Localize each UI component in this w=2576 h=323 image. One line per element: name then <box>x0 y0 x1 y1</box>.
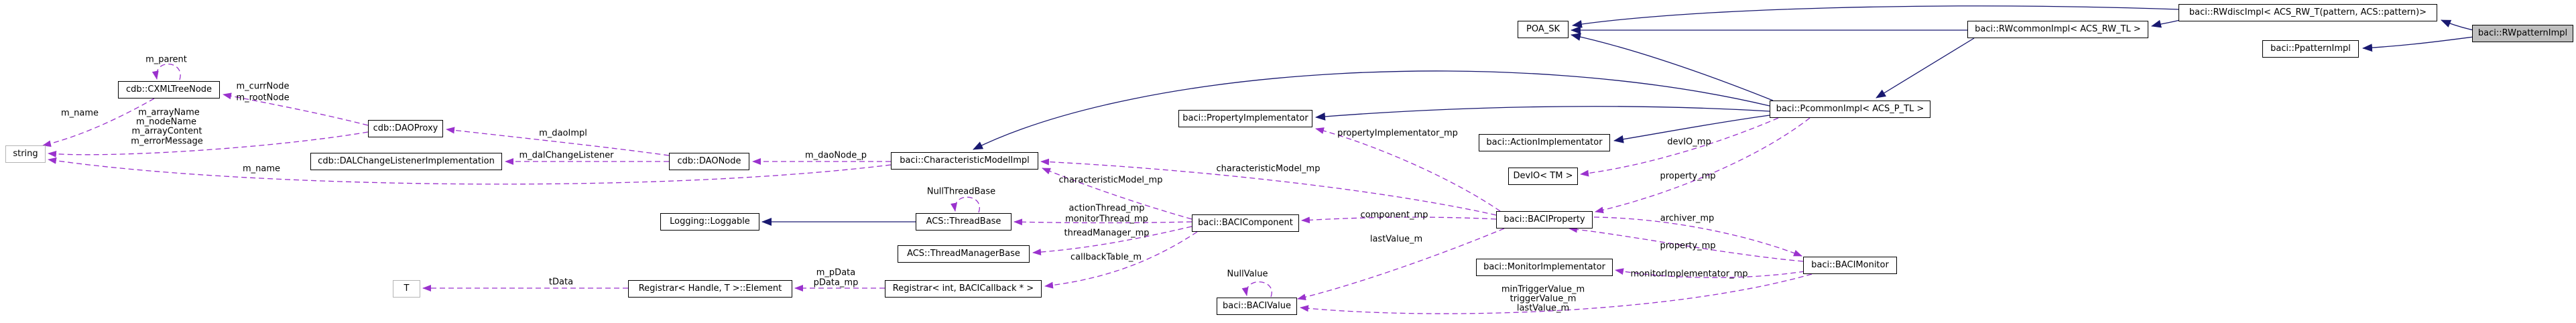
edge-daoproxy-to-cxmltreenode <box>223 92 369 126</box>
edge-label-m-arrayname: m_arrayName <box>138 107 200 118</box>
edge-cxmltreenode-self-m-parent <box>151 63 181 80</box>
edge-pcommonimpl-to-actionimplementator <box>1613 115 1770 143</box>
node-baci-bacimonitor[interactable]: baci::BACIMonitor <box>1803 257 1897 274</box>
node-logging-loggable[interactable]: Logging::Loggable <box>660 213 759 231</box>
node-baci-propertyimplementator[interactable]: baci::PropertyImplementator <box>1178 110 1312 127</box>
edge-baciproperty-to-propertyimplementator <box>1315 127 1501 212</box>
edge-baciproperty-to-bacicomponent <box>1301 216 1497 224</box>
edge-label-monitorimplementator-mp: monitorImplementator_mp <box>1630 269 1748 279</box>
edge-pcommonimpl-to-propertyimplementator <box>1315 106 1770 121</box>
edge-label-m-daonode-p: m_daoNode_p <box>804 150 867 161</box>
edge-label-m-name-characteristicmodel: m_name <box>242 164 281 174</box>
node-cdb-dalchangelistenerimplementation[interactable]: cdb::DALChangeListenerImplementation <box>310 153 502 170</box>
edge-pcommonimpl-to-poa-sk <box>1571 33 1774 101</box>
edge-label-m-currnode: m_currNode <box>236 81 290 92</box>
edge-label-lastvalue-m-monitor: lastValue_m <box>1516 303 1570 314</box>
node-acs-threadmanagerbase[interactable]: ACS::ThreadManagerBase <box>898 245 1030 263</box>
edge-label-callbacktable-m: callbackTable_m <box>1070 252 1142 263</box>
edge-bacicomponent-to-registrar-int <box>1044 231 1198 289</box>
edge-baciproperty-to-characteristicmodelimpl <box>1040 158 1497 216</box>
edge-baciproperty-to-bacivalue <box>1297 228 1505 301</box>
node-baci-ppatternimpl[interactable]: baci::PpatternImpl <box>2262 40 2359 58</box>
node-cdb-daonode[interactable]: cdb::DAONode <box>669 153 749 170</box>
edge-label-threadmanager-mp: threadManager_mp <box>1064 228 1150 239</box>
node-acs-threadbase[interactable]: ACS::ThreadBase <box>916 213 1011 231</box>
edge-baciproperty-to-bacimonitor <box>1593 216 1802 257</box>
edge-label-pdata-mp: pData_mp <box>813 277 859 288</box>
edge-pcommonimpl-to-baciproperty <box>1595 117 1811 214</box>
node-baci-actionimplementator[interactable]: baci::ActionImplementator <box>1479 134 1610 151</box>
edge-label-actionthread-mp: actionThread_mp <box>1068 203 1145 214</box>
edge-threadbase-self-nullthreadbase <box>950 196 980 213</box>
node-baci-monitorimplementator[interactable]: baci::MonitorImplementator <box>1476 259 1613 276</box>
edge-label-m-daoimpl: m_daoImpl <box>539 128 587 139</box>
node-devio-tm[interactable]: DevIO< TM > <box>1508 168 1578 185</box>
edge-label-lastvalue-m-property: lastValue_m <box>1369 234 1423 245</box>
node-t: T <box>393 280 420 298</box>
edge-bacicomponent-to-characteristicmodelimpl <box>1042 168 1192 220</box>
edge-label-monitorthread-mp: monitorThread_mp <box>1065 214 1148 224</box>
edge-label-m-nodename: m_nodeName <box>136 117 196 127</box>
node-baci-characteristicmodelimpl[interactable]: baci::CharacteristicModelImpl <box>891 152 1038 170</box>
node-poa-sk[interactable]: POA_SK <box>1518 21 1569 38</box>
edge-bacicomponent-to-threadbase <box>1014 218 1192 226</box>
edge-rwpatternimpl-to-rwdiscimpl <box>2441 19 2474 31</box>
edge-label-characteristicmodel-mp-component: characteristicModel_mp <box>1058 175 1163 186</box>
edge-label-m-dalchangelistener: m_dalChangeListener <box>519 150 614 161</box>
node-baci-rwpatternimpl-current: baci::RWpatternImpl <box>2472 25 2573 42</box>
node-baci-rwcommonimpl[interactable]: baci::RWcommonImpl< ACS_RW_TL > <box>1967 21 2148 38</box>
edge-rwdiscimpl-to-poa-sk <box>1572 5 2179 28</box>
node-baci-rwdiscimpl[interactable]: baci::RWdiscImpl< ACS_RW_T(pattern, ACS:… <box>2179 4 2437 21</box>
node-baci-bacicomponent[interactable]: baci::BACIComponent <box>1192 214 1299 232</box>
edge-bacicomponent-to-threadmanagerbase <box>1032 226 1192 256</box>
edge-bacivalue-self-nullvalue <box>1241 281 1272 298</box>
node-baci-pcommonimpl[interactable]: baci::PcommonImpl< ACS_P_TL > <box>1770 101 1930 118</box>
node-registrar-handle-t-element[interactable]: Registrar< Handle, T >::Element <box>628 280 792 298</box>
edge-daoproxy-to-string <box>48 131 369 157</box>
edge-label-archiver-mp: archiver_mp <box>1660 213 1715 224</box>
edge-label-devio-mp: devIO_mp <box>1667 137 1711 147</box>
node-baci-bacivalue[interactable]: baci::BACIValue <box>1217 298 1297 315</box>
edge-label-property-mp-monitor: property_mp <box>1660 241 1716 251</box>
node-baci-baciproperty[interactable]: baci::BACIProperty <box>1496 211 1593 229</box>
edge-label-characteristicmodel-mp-property: characteristicModel_mp <box>1216 164 1321 174</box>
node-cdb-cxmltreenode[interactable]: cdb::CXMLTreeNode <box>118 81 220 99</box>
edge-pcommonimpl-to-characteristicmodelimpl <box>973 70 1770 150</box>
edge-pcommonimpl-to-devio <box>1580 117 1779 177</box>
edge-bacimonitor-to-monitorimplementator <box>1615 268 1805 278</box>
node-string: string <box>5 145 46 163</box>
edge-label-tdata: tData <box>548 277 574 287</box>
edge-rwpatternimpl-to-ppatternimpl <box>2362 36 2474 52</box>
edge-daonode-to-daoproxy <box>446 127 670 156</box>
edge-characteristicmodelimpl-to-string <box>48 157 892 185</box>
edge-label-component-mp: component_mp <box>1360 210 1428 220</box>
edge-rwdiscimpl-to-rwcommonimpl <box>2151 19 2181 28</box>
edge-label-m-arraycontent: m_arrayContent <box>131 126 202 137</box>
node-registrar-int-bacicallback[interactable]: Registrar< int, BACICallback * > <box>885 280 1042 298</box>
edge-label-m-parent: m_parent <box>145 54 187 65</box>
edge-label-nullvalue: NullValue <box>1227 269 1268 279</box>
edge-label-m-errormessage: m_errorMessage <box>131 136 203 147</box>
edge-label-m-rootnode: m_rootNode <box>236 92 290 103</box>
edge-bacimonitor-to-bacivalue <box>1300 273 1813 314</box>
edge-label-propertyimplementator-mp: propertyImplementator_mp <box>1337 128 1458 139</box>
edge-label-property-mp-pcommon: property_mp <box>1660 171 1716 182</box>
edge-cxmltreenode-to-string <box>42 98 155 147</box>
edge-label-mintriggervalue-m: minTriggerValue_m <box>1501 284 1585 295</box>
edge-rwcommonimpl-to-pcommonimpl <box>1876 38 1975 99</box>
node-cdb-daoproxy[interactable]: cdb::DAOProxy <box>368 120 443 137</box>
edge-label-triggervalue-m: triggerValue_m <box>1510 294 1577 304</box>
edge-label-m-name-cxmltreenode: m_name <box>60 108 99 119</box>
edge-bacimonitor-to-baciproperty <box>1569 226 1804 262</box>
edge-label-m-pdata: m_pData <box>816 267 856 278</box>
edge-label-nullthreadbase: NullThreadBase <box>926 186 996 197</box>
